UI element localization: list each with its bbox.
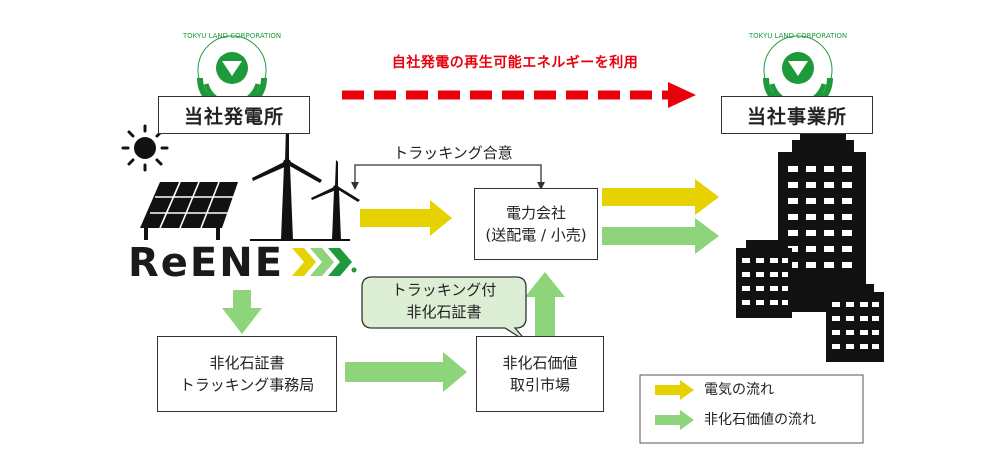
svg-text:TOKYU LAND CORPORATION: TOKYU LAND CORPORATION <box>748 32 847 40</box>
electricity-arrow-to-power-company <box>360 200 452 236</box>
own-office-label: 当社事業所 <box>746 105 847 128</box>
market-label: 非化石価値 <box>502 354 578 372</box>
top-flow-label: 自社発電の再生可能エネルギーを利用 <box>391 55 639 71</box>
power-company-box: 電力会社 (送配電 / 小売) <box>474 188 598 260</box>
non-fossil-arrow-to-market <box>345 352 467 392</box>
legend-non-fossil-label: 非化石価値の流れ <box>704 412 816 428</box>
own-plant-label: 当社発電所 <box>183 105 284 128</box>
legend-electricity-label: 電気の流れ <box>704 382 774 398</box>
market-sublabel: 取引市場 <box>509 376 570 394</box>
wind-turbine-large-icon <box>252 128 322 240</box>
own-office-box: 当社事業所 <box>721 96 873 134</box>
legend-electricity-swatch <box>655 380 694 400</box>
callout-line-2: 非化石証書 <box>406 303 482 321</box>
tracking-agreement-label: トラッキング合意 <box>393 144 513 162</box>
registry-label: 非化石証書 <box>209 354 285 372</box>
svg-text:TOKYU LAND CORPORATION: TOKYU LAND CORPORATION <box>182 32 281 40</box>
callout-text: トラッキング付 非化石証書 <box>362 279 526 323</box>
electricity-arrow-to-office <box>602 179 719 215</box>
solar-panel-icon <box>140 181 238 240</box>
legend <box>639 374 864 444</box>
tracking-agreement-line <box>351 164 545 190</box>
non-fossil-arrow-down <box>222 290 262 334</box>
wind-turbine-small-icon <box>311 160 360 240</box>
reene-chevron-icon <box>292 248 357 276</box>
legend-non-fossil-swatch <box>655 410 694 430</box>
red-dashed-arrow <box>342 82 696 108</box>
tokyu-land-logo-left: TOKYU LAND CORPORATION <box>182 32 281 113</box>
certificate-callout-bubble <box>361 276 528 343</box>
sun-icon <box>121 124 169 172</box>
office-buildings-icon <box>736 132 884 362</box>
callout-line-1: トラッキング付 <box>391 281 497 299</box>
market-box: 非化石価値 取引市場 <box>476 336 604 412</box>
own-plant-box: 当社発電所 <box>158 96 310 134</box>
power-company-label: 電力会社 <box>505 204 566 222</box>
non-fossil-arrow-to-office <box>602 218 719 254</box>
registry-sublabel: トラッキング事務局 <box>179 376 315 394</box>
reene-brand-text: ReENE <box>128 240 285 286</box>
non-fossil-arrow-up <box>525 272 565 340</box>
registry-box: 非化石証書 トラッキング事務局 <box>157 336 337 412</box>
power-company-sublabel: (送配電 / 小売) <box>485 226 587 244</box>
